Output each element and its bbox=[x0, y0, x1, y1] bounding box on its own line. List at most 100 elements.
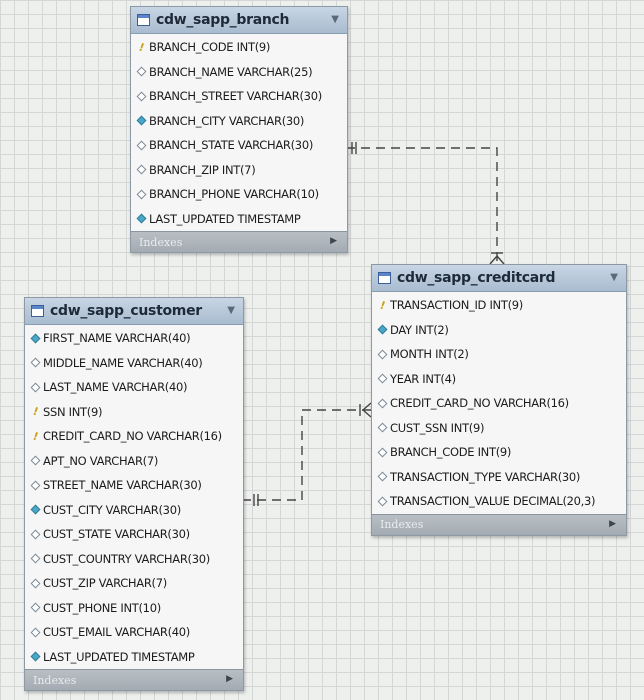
entity-header[interactable]: cdw_sapp_customer ▼ bbox=[25, 298, 243, 325]
column-row[interactable]: !CREDIT_CARD_NO VARCHAR(16) bbox=[25, 424, 243, 449]
chevron-down-icon[interactable]: ▼ bbox=[610, 272, 618, 283]
nullable-diamond-icon bbox=[135, 140, 147, 151]
nullable-diamond-icon bbox=[29, 602, 41, 613]
column-row[interactable]: BRANCH_STATE VARCHAR(30) bbox=[131, 133, 347, 158]
column-row[interactable]: CREDIT_CARD_NO VARCHAR(16) bbox=[372, 391, 626, 416]
nullable-diamond-icon bbox=[29, 627, 41, 638]
column-label: SSN INT(9) bbox=[43, 404, 103, 419]
not-null-diamond-icon bbox=[29, 504, 41, 515]
column-row[interactable]: !TRANSACTION_ID INT(9) bbox=[372, 293, 626, 318]
column-row[interactable]: BRANCH_ZIP INT(7) bbox=[131, 158, 347, 183]
column-list: !BRANCH_CODE INT(9) BRANCH_NAME VARCHAR(2… bbox=[131, 34, 347, 231]
primary-key-icon: ! bbox=[30, 404, 40, 419]
expand-right-icon[interactable]: ▶ bbox=[609, 518, 616, 529]
column-row[interactable]: LAST_UPDATED TIMESTAMP bbox=[131, 207, 347, 232]
not-null-diamond-icon bbox=[135, 115, 147, 126]
column-label: CUST_CITY VARCHAR(30) bbox=[43, 502, 181, 517]
column-row[interactable]: BRANCH_PHONE VARCHAR(10) bbox=[131, 182, 347, 207]
primary-key-icon: ! bbox=[30, 429, 40, 444]
column-row[interactable]: CUST_COUNTRY VARCHAR(30) bbox=[25, 547, 243, 572]
column-row[interactable]: BRANCH_CITY VARCHAR(30) bbox=[131, 109, 347, 134]
indexes-label: Indexes bbox=[33, 673, 77, 687]
nullable-diamond-icon bbox=[376, 471, 388, 482]
column-row[interactable]: MONTH INT(2) bbox=[372, 342, 626, 367]
column-row[interactable]: CUST_ZIP VARCHAR(7) bbox=[25, 571, 243, 596]
column-label: BRANCH_CODE INT(9) bbox=[390, 445, 512, 460]
column-label: CUST_SSN INT(9) bbox=[390, 420, 485, 435]
indexes-label: Indexes bbox=[139, 235, 183, 249]
column-label: BRANCH_CITY VARCHAR(30) bbox=[149, 113, 305, 128]
entity-cdw-sapp-customer[interactable]: cdw_sapp_customer ▼ FIRST_NAME VARCHAR(4… bbox=[24, 297, 244, 691]
chevron-down-icon[interactable]: ▼ bbox=[331, 14, 339, 25]
nullable-diamond-icon bbox=[135, 164, 147, 175]
column-list: !TRANSACTION_ID INT(9) DAY INT(2) MONTH IN… bbox=[372, 292, 626, 514]
nullable-diamond-icon bbox=[135, 189, 147, 200]
column-label: DAY INT(2) bbox=[390, 322, 449, 337]
column-row[interactable]: TRANSACTION_TYPE VARCHAR(30) bbox=[372, 465, 626, 490]
column-row[interactable]: LAST_NAME VARCHAR(40) bbox=[25, 375, 243, 400]
nullable-diamond-icon bbox=[376, 496, 388, 507]
column-label: CUST_EMAIL VARCHAR(40) bbox=[43, 625, 190, 640]
column-row[interactable]: APT_NO VARCHAR(7) bbox=[25, 449, 243, 474]
column-row[interactable]: CUST_CITY VARCHAR(30) bbox=[25, 498, 243, 523]
column-row[interactable]: YEAR INT(4) bbox=[372, 367, 626, 392]
indexes-label: Indexes bbox=[380, 518, 424, 531]
not-null-diamond-icon bbox=[29, 651, 41, 662]
column-label: FIRST_NAME VARCHAR(40) bbox=[43, 331, 191, 346]
column-label: BRANCH_NAME VARCHAR(25) bbox=[149, 64, 313, 79]
indexes-footer[interactable]: Indexes ▶ bbox=[372, 513, 626, 535]
entity-header[interactable]: cdw_sapp_creditcard ▼ bbox=[372, 265, 626, 292]
column-label: LAST_NAME VARCHAR(40) bbox=[43, 380, 188, 395]
chevron-down-icon[interactable]: ▼ bbox=[227, 305, 235, 316]
column-label: BRANCH_CODE INT(9) bbox=[149, 40, 271, 55]
column-label: CUST_STATE VARCHAR(30) bbox=[43, 527, 190, 542]
nullable-diamond-icon bbox=[29, 578, 41, 589]
not-null-diamond-icon bbox=[135, 213, 147, 224]
indexes-footer[interactable]: Indexes ▶ bbox=[25, 669, 243, 690]
column-row[interactable]: BRANCH_STREET VARCHAR(30) bbox=[131, 84, 347, 109]
expand-right-icon[interactable]: ▶ bbox=[226, 674, 233, 684]
entity-cdw-sapp-creditcard[interactable]: cdw_sapp_creditcard ▼ !TRANSACTION_ID IN… bbox=[371, 264, 627, 536]
column-label: CREDIT_CARD_NO VARCHAR(16) bbox=[390, 396, 569, 411]
column-row[interactable]: LAST_UPDATED TIMESTAMP bbox=[25, 645, 243, 670]
column-label: BRANCH_STATE VARCHAR(30) bbox=[149, 138, 314, 153]
column-row[interactable]: FIRST_NAME VARCHAR(40) bbox=[25, 326, 243, 351]
column-label: TRANSACTION_TYPE VARCHAR(30) bbox=[390, 469, 581, 484]
column-label: LAST_UPDATED TIMESTAMP bbox=[149, 211, 301, 226]
entity-header[interactable]: cdw_sapp_branch ▼ bbox=[131, 7, 347, 34]
primary-key-icon: ! bbox=[136, 40, 146, 55]
column-row[interactable]: MIDDLE_NAME VARCHAR(40) bbox=[25, 351, 243, 376]
expand-right-icon[interactable]: ▶ bbox=[330, 236, 337, 246]
nullable-diamond-icon bbox=[29, 529, 41, 540]
nullable-diamond-icon bbox=[135, 66, 147, 77]
nullable-diamond-icon bbox=[376, 398, 388, 409]
column-row[interactable]: CUST_SSN INT(9) bbox=[372, 416, 626, 441]
column-label: LAST_UPDATED TIMESTAMP bbox=[43, 649, 195, 664]
not-null-diamond-icon bbox=[376, 324, 388, 335]
primary-key-icon: ! bbox=[377, 298, 387, 313]
column-row[interactable]: BRANCH_NAME VARCHAR(25) bbox=[131, 60, 347, 85]
table-icon bbox=[137, 14, 150, 26]
entity-cdw-sapp-branch[interactable]: cdw_sapp_branch ▼ !BRANCH_CODE INT(9)BRA… bbox=[130, 6, 348, 253]
column-row[interactable]: TRANSACTION_VALUE DECIMAL(20,3) bbox=[372, 489, 626, 514]
column-row[interactable]: DAY INT(2) bbox=[372, 318, 626, 343]
column-row[interactable]: CUST_STATE VARCHAR(30) bbox=[25, 522, 243, 547]
column-row[interactable]: STREET_NAME VARCHAR(30) bbox=[25, 473, 243, 498]
column-label: MONTH INT(2) bbox=[390, 347, 469, 362]
column-row[interactable]: CUST_PHONE INT(10) bbox=[25, 596, 243, 621]
column-label: CUST_ZIP VARCHAR(7) bbox=[43, 576, 167, 591]
column-row[interactable]: !SSN INT(9) bbox=[25, 400, 243, 425]
column-row[interactable]: !BRANCH_CODE INT(9) bbox=[131, 35, 347, 60]
column-label: CREDIT_CARD_NO VARCHAR(16) bbox=[43, 429, 222, 444]
column-row[interactable]: BRANCH_CODE INT(9) bbox=[372, 440, 626, 465]
indexes-footer[interactable]: Indexes ▶ bbox=[131, 231, 347, 252]
table-icon bbox=[31, 305, 44, 317]
column-row[interactable]: CUST_EMAIL VARCHAR(40) bbox=[25, 620, 243, 645]
entity-title: cdw_sapp_customer bbox=[50, 303, 202, 319]
nullable-diamond-icon bbox=[376, 349, 388, 360]
relationship-customer-creditcard bbox=[242, 409, 371, 501]
entity-title: cdw_sapp_creditcard bbox=[397, 270, 556, 286]
nullable-diamond-icon bbox=[376, 447, 388, 458]
